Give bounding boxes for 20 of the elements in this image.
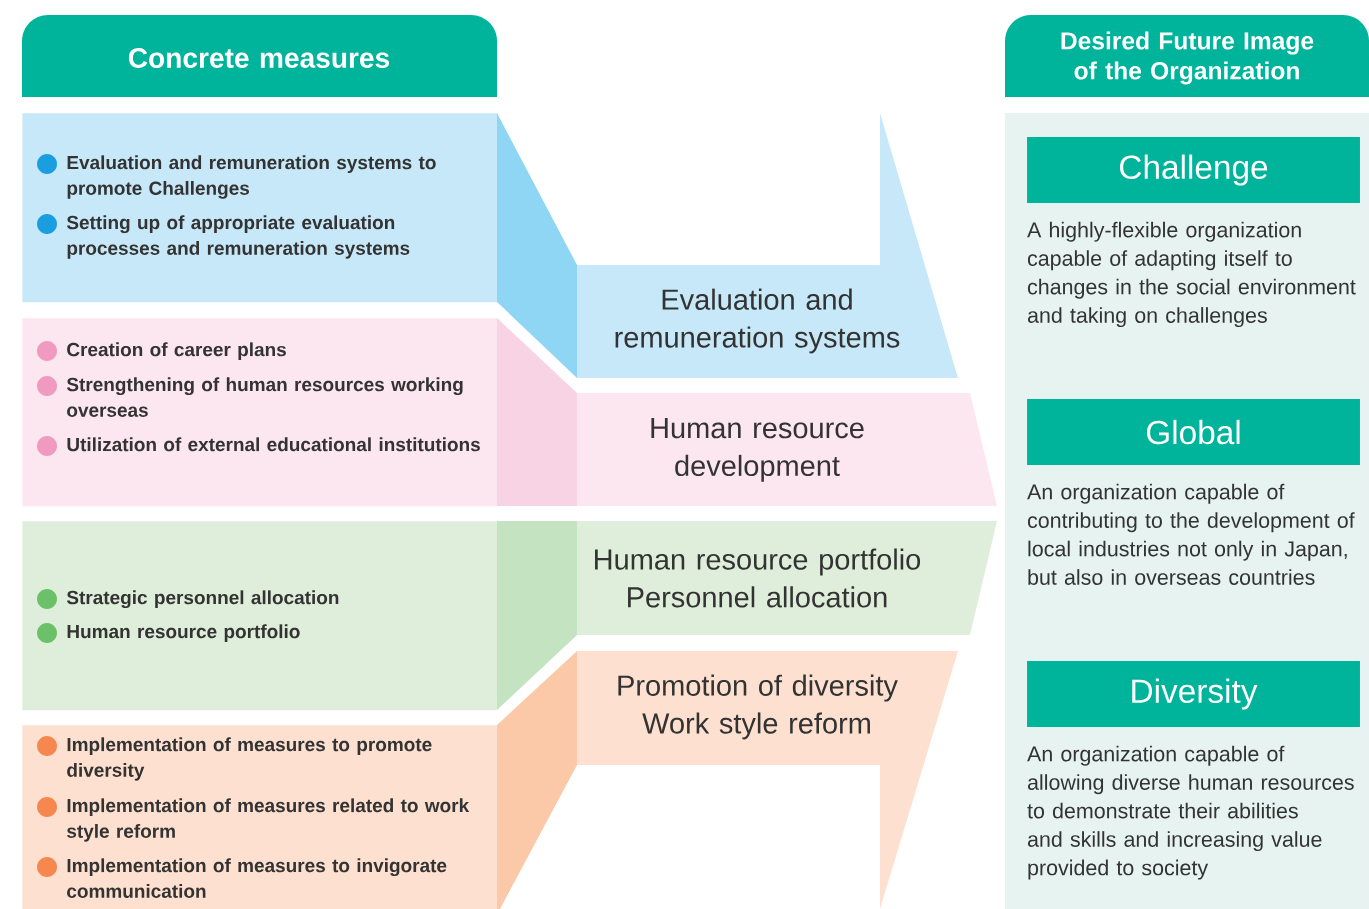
bullet-item: Implementation of measures related to work style reform <box>37 797 470 842</box>
header-tab: Concrete measures <box>22 15 497 97</box>
description-text: A highly-flexible organization capable of adapting itself to changes in the social environment and taking on challenges <box>1027 221 1356 328</box>
bullet-item: Implementation of measures to promote diversity <box>37 736 432 781</box>
bullet-item: Human resource portfolio <box>37 623 300 643</box>
description-text: An organization capable of contributing to the development of local industries not only in Japan, but also in overseas countries <box>1027 483 1355 585</box>
heading-bar: Diversity <box>1027 661 1360 728</box>
bullet-item: Evaluation and remuneration systems to promote Challenges <box>37 154 436 199</box>
bullet-item: Implementation of measures to invigorate communication <box>37 857 447 898</box>
heading-bar: Global <box>1027 399 1360 466</box>
description-text: An organization capable of allowing diverse human resources to demonstrate their abilities and skills and increasing value provided to society <box>1027 745 1354 880</box>
bullet-item: Utilization of external educational institutions <box>37 436 480 456</box>
heading-bar: Challenge <box>1027 137 1360 204</box>
header-tab: Desired Future Image of the Organization <box>1005 15 1369 97</box>
bullet-item: Strengthening of human resources working overseas <box>37 376 463 417</box>
bullet-item: Creation of career plans <box>37 341 286 361</box>
category-band: Promotion of diversity Work style reform <box>497 651 958 909</box>
bullet-item: Setting up of appropriate evaluation processes and remuneration systems <box>37 214 410 259</box>
category-band: Evaluation and remuneration systems <box>497 113 958 378</box>
bullet-item: Strategic personnel allocation <box>37 589 339 609</box>
